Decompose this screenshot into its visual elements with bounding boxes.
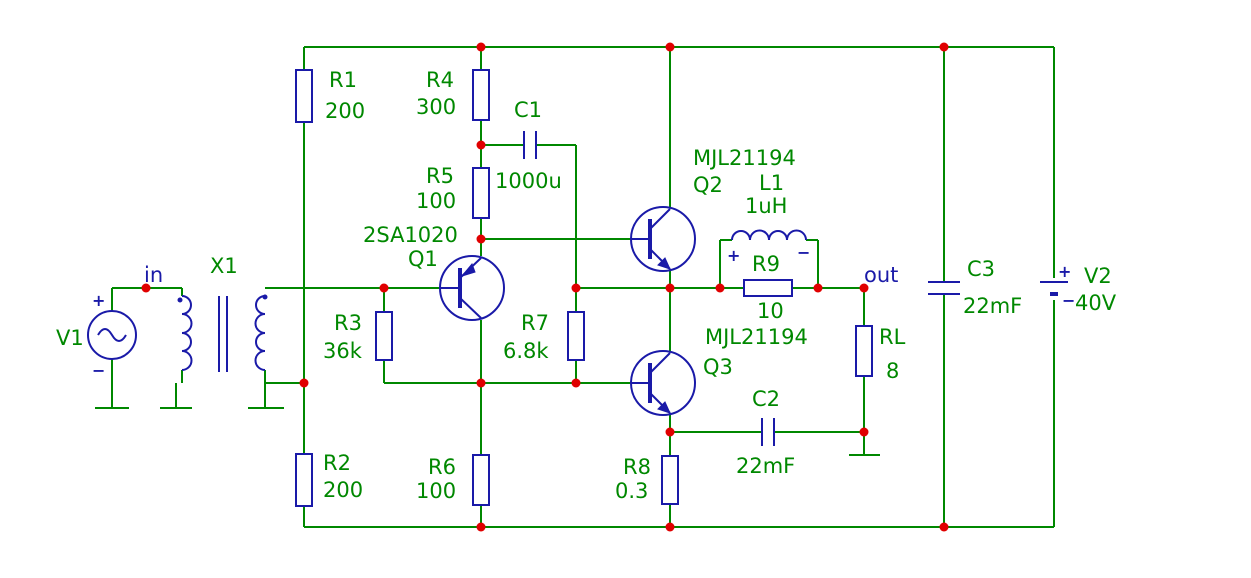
junction-dot xyxy=(571,283,581,293)
junction-dot xyxy=(476,522,486,532)
r5-name-label: R5 xyxy=(426,164,454,188)
rl-name-label: RL xyxy=(879,325,906,349)
r1-name-label: R1 xyxy=(329,68,357,92)
resistor-r6-symbol xyxy=(472,454,490,506)
junction-dot xyxy=(665,42,675,52)
minus-marker: − xyxy=(92,361,105,380)
junction-dot xyxy=(813,283,823,293)
r7-value-label: 6.8k xyxy=(503,339,549,363)
c2-name-label: C2 xyxy=(752,387,780,411)
resistor-rl-symbol xyxy=(855,325,873,377)
c1-value-label: 1000u xyxy=(495,169,562,193)
r6-value-label: 100 xyxy=(416,479,456,503)
transistor-q2-symbol xyxy=(630,206,696,272)
r4-value-label: 300 xyxy=(416,95,456,119)
l1-name-label: L1 xyxy=(759,171,784,195)
x1-name-label: X1 xyxy=(210,254,238,278)
r1-value-label: 200 xyxy=(325,99,365,123)
r9-name-label: R9 xyxy=(752,252,780,276)
ground-symbols xyxy=(95,407,880,456)
r3-name-label: R3 xyxy=(334,311,362,335)
r7-name-label: R7 xyxy=(521,311,549,335)
junction-dot xyxy=(476,140,486,150)
junction-nodes xyxy=(141,42,949,532)
capacitor-c3-symbol xyxy=(928,281,960,295)
junction-dot xyxy=(859,427,869,437)
junction-dot xyxy=(665,427,675,437)
c2-value-label: 22mF xyxy=(736,454,795,478)
r6-name-label: R6 xyxy=(428,455,456,479)
q3-name-label: Q3 xyxy=(703,355,733,379)
q1-name-label: Q1 xyxy=(408,247,438,271)
transistor-q1-symbol xyxy=(439,255,505,321)
r5-value-label: 100 xyxy=(416,189,456,213)
plus-marker: + xyxy=(92,291,105,310)
minus-marker: − xyxy=(797,243,810,262)
r4-name-label: R4 xyxy=(426,68,454,92)
junction-dot xyxy=(665,283,675,293)
junction-dot xyxy=(476,42,486,52)
junction-dot xyxy=(476,378,486,388)
net-labels: in out xyxy=(144,263,898,287)
resistor-r9-symbol xyxy=(743,279,793,297)
q3-part-label: MJL21194 xyxy=(705,325,808,349)
c3-value-label: 22mF xyxy=(963,294,1022,318)
q1-part-label: 2SA1020 xyxy=(363,223,458,247)
battery-v2-symbol: + − xyxy=(1040,262,1075,310)
rl-value-label: 8 xyxy=(886,359,899,383)
resistor-r7-symbol xyxy=(567,311,585,361)
c1-name-label: C1 xyxy=(514,98,542,122)
plus-marker: + xyxy=(1058,262,1071,281)
v2-name-label: V2 xyxy=(1084,264,1112,288)
net-label-in: in xyxy=(144,263,163,287)
capacitor-c2-symbol xyxy=(761,418,775,446)
net-label-out: out xyxy=(864,263,898,287)
c3-name-label: C3 xyxy=(967,257,995,281)
q2-part-label: MJL21194 xyxy=(693,146,796,170)
r3-value-label: 36k xyxy=(323,339,363,363)
capacitor-c1-symbol xyxy=(523,131,537,159)
junction-dot xyxy=(665,522,675,532)
r2-name-label: R2 xyxy=(323,451,351,475)
junction-dot xyxy=(571,378,581,388)
r2-value-label: 200 xyxy=(323,478,363,502)
transformer-x1-symbol xyxy=(177,294,268,372)
r8-value-label: 0.3 xyxy=(615,479,648,503)
transistor-q3-symbol xyxy=(630,350,696,416)
junction-dot xyxy=(715,283,725,293)
q2-name-label: Q2 xyxy=(693,173,723,197)
ac-source-v1-symbol: + − xyxy=(87,291,137,380)
inductor-l1-symbol: + − xyxy=(727,229,810,265)
junction-dot xyxy=(859,283,869,293)
resistor-r3-symbol xyxy=(375,311,393,361)
junction-dot xyxy=(379,283,389,293)
resistor-r5-symbol xyxy=(472,167,490,219)
r9-value-label: 10 xyxy=(757,299,784,323)
v1-name-label: V1 xyxy=(56,326,84,350)
resistors xyxy=(295,69,873,507)
junction-dot xyxy=(939,42,949,52)
resistor-r2-symbol xyxy=(295,453,313,507)
l1-value-label: 1uH xyxy=(745,194,787,218)
resistor-r4-symbol xyxy=(472,69,490,121)
component-labels: R1 200 R2 200 R3 36k R4 300 R5 100 R6 10… xyxy=(56,68,1117,503)
capacitors xyxy=(523,131,960,446)
plus-marker: + xyxy=(727,246,740,265)
junction-dot xyxy=(476,234,486,244)
r8-name-label: R8 xyxy=(623,455,651,479)
junction-dot xyxy=(939,522,949,532)
resistor-r1-symbol xyxy=(295,69,313,123)
minus-marker: − xyxy=(1062,291,1075,310)
wires xyxy=(111,46,1055,528)
junction-dot xyxy=(299,378,309,388)
v2-value-label: 40V xyxy=(1075,291,1117,315)
resistor-r8-symbol xyxy=(661,455,679,505)
junction-dot xyxy=(141,283,151,293)
